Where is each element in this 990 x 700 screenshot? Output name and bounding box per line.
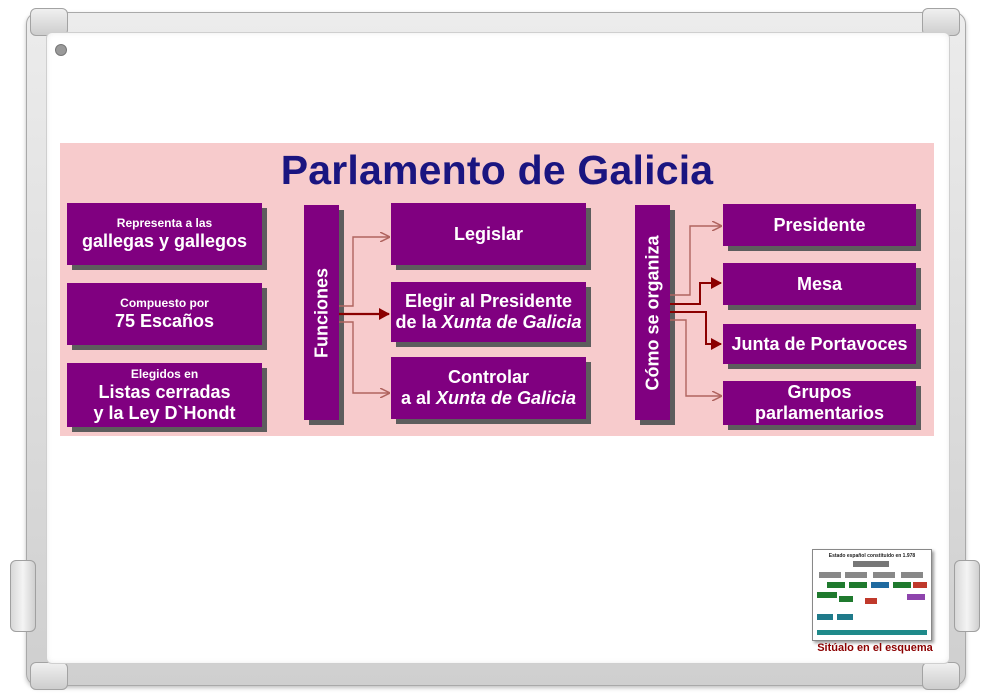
frame-corner-bottom-right	[922, 662, 960, 690]
info-box-elegidos-line1: Elegidos en	[130, 366, 199, 381]
organiza-header: Cómo se organiza	[635, 205, 670, 420]
function-box-legislar: Legislar	[391, 203, 586, 265]
thumbnail-block	[839, 596, 853, 602]
frame-clip-right	[954, 560, 980, 632]
function-controlar-text: Controlar	[448, 367, 529, 387]
function-controlar-italic: Xunta de Galicia	[435, 388, 577, 408]
thumbnail-block	[817, 614, 833, 620]
function-elegir-text: Elegir al Presidente	[404, 291, 573, 311]
thumbnail-block	[871, 582, 889, 588]
thumbnail-block	[837, 614, 853, 620]
frame-corner-top-left	[30, 8, 68, 36]
thumbnail-block	[893, 582, 911, 588]
thumbnail-block	[817, 592, 837, 598]
info-box-elegidos-line3: y la Ley D`Hondt	[93, 402, 236, 423]
thumbnail-block	[845, 572, 867, 578]
org-grupos-line1: Grupos	[787, 382, 852, 402]
organiza-label: Cómo se organiza	[642, 234, 662, 391]
org-grupos-line2: parlamentarios	[754, 403, 885, 423]
info-box-representa-line2: gallegas y gallegos	[81, 231, 248, 251]
info-box-compuesto-line1: Compuesto por	[120, 296, 209, 310]
info-box-compuesto: Compuesto por 75 Escaños	[67, 283, 262, 345]
thumbnail-block	[907, 594, 925, 600]
frame-corner-bottom-left	[30, 662, 68, 690]
thumbnail-block	[901, 572, 923, 578]
org-box-presidente: Presidente	[723, 204, 916, 246]
org-box-junta: Junta de Portavoces	[723, 324, 916, 364]
frame-screw	[55, 44, 67, 56]
thumbnail-title: Estado español constituido en 1.978	[828, 553, 916, 559]
org-box-mesa: Mesa	[723, 263, 916, 305]
function-legislar-text: Legislar	[453, 223, 524, 244]
function-elegir-italic: Xunta de Galicia	[441, 312, 582, 332]
function-elegir-line2: de la Xunta de Galicia	[395, 312, 581, 333]
frame-clip-left	[10, 560, 36, 632]
org-presidente-text: Presidente	[773, 214, 866, 235]
org-mesa-text: Mesa	[796, 273, 843, 294]
thumbnail-block	[827, 582, 845, 588]
diagram-title: Parlamento de Galicia	[280, 147, 714, 193]
org-junta-text: Junta de Portavoces	[731, 333, 908, 354]
thumbnail-block	[849, 582, 867, 588]
thumbnail-caption[interactable]: Sitúalo en el esquema	[817, 642, 933, 654]
schema-thumbnail[interactable]: Estado español constituido en 1.978	[812, 549, 932, 641]
info-box-compuesto-line2: 75 Escaños	[114, 311, 215, 331]
function-box-controlar: Controlar a al Xunta de Galicia	[391, 357, 586, 419]
function-controlar-line2: a al Xunta de Galicia	[401, 388, 576, 409]
thumbnail-block	[819, 572, 841, 578]
thumbnail-block	[913, 582, 927, 588]
funciones-header: Funciones	[304, 205, 339, 420]
funciones-label: Funciones	[311, 267, 331, 358]
function-controlar-prefix: a al	[400, 388, 436, 408]
info-box-representa-line1: Representa a las	[116, 216, 213, 230]
thumbnail-block	[865, 598, 877, 604]
function-elegir-prefix: de la	[395, 312, 442, 332]
info-box-representa: Representa a las gallegas y gallegos	[67, 203, 262, 265]
org-box-grupos: Grupos parlamentarios	[723, 381, 916, 425]
info-box-elegidos-line2: Listas cerradas	[98, 381, 231, 402]
thumbnail-block	[853, 561, 889, 567]
info-box-elegidos: Elegidos en Listas cerradas y la Ley D`H…	[67, 363, 262, 427]
function-box-elegir: Elegir al Presidente de la Xunta de Gali…	[391, 282, 586, 342]
thumbnail-block	[873, 572, 895, 578]
thumbnail-block	[817, 630, 927, 635]
